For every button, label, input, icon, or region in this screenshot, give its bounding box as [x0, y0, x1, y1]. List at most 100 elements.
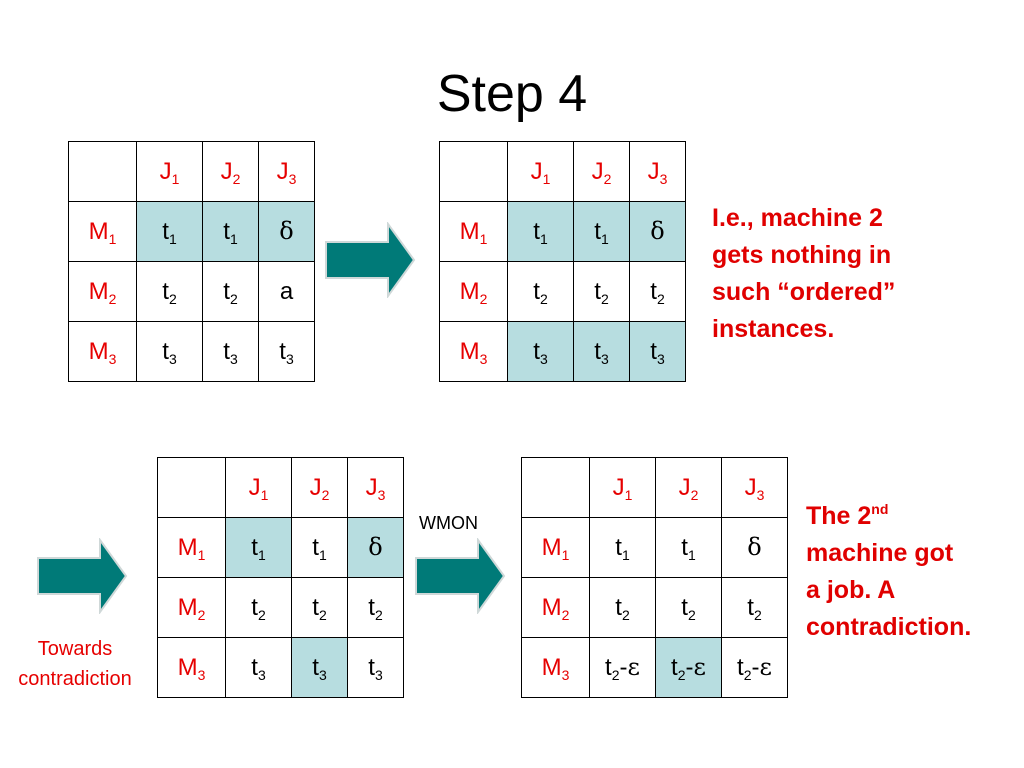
table-cell: t2 — [507, 261, 574, 322]
table-cell: t2 — [225, 577, 292, 638]
row-header-machine: M2 — [439, 261, 508, 322]
note-line: a job. A — [806, 576, 896, 604]
cell-symbol: t — [594, 217, 601, 245]
note-line: The 2nd — [806, 498, 971, 535]
cell-subscript: 2 — [753, 606, 762, 623]
cell-symbol: t — [312, 653, 319, 681]
cell-subscript: 2 — [656, 290, 665, 307]
cell-greek: δ — [279, 217, 294, 245]
table-cell: δ — [721, 517, 788, 578]
cell-symbol: t — [737, 654, 744, 681]
cell-symbol: t — [747, 593, 754, 621]
table-cell: t2-ε — [721, 637, 788, 698]
row-header-machine: M1 — [68, 201, 137, 262]
cell-symbol: M — [459, 277, 480, 305]
table-cell: t2 — [655, 577, 722, 638]
arrow-right-icon — [37, 538, 128, 614]
row-header-machine: M1 — [157, 517, 226, 578]
row-header-machine: M2 — [157, 577, 226, 638]
table-cell: t1 — [507, 201, 574, 262]
table-cell: t3 — [258, 321, 315, 382]
cell-greek: δ — [368, 533, 383, 561]
table-cell: t1 — [202, 201, 259, 262]
towards-contradiction-label: Towards contradiction — [0, 634, 150, 694]
cell-subscript: 1 — [624, 486, 633, 503]
cell-symbol: t — [223, 337, 230, 365]
column-header-job: J1 — [225, 457, 292, 518]
cell-subscript: 2 — [603, 170, 612, 187]
cell-symbol: M — [88, 277, 109, 305]
cell-symbol: t — [162, 337, 169, 365]
cell-subscript: 2 — [374, 606, 383, 623]
cell-subscript: 1 — [561, 546, 570, 563]
cell-greek: ε — [627, 653, 640, 681]
cell-subscript: 2 — [197, 606, 206, 623]
table-cell: t1 — [655, 517, 722, 578]
cell-subscript: 2 — [108, 290, 117, 307]
cell-dash: - — [685, 654, 694, 681]
cell-subscript: 3 — [318, 666, 327, 683]
row-header-machine: M1 — [439, 201, 508, 262]
table-cell: t2 — [202, 261, 259, 322]
column-header-job: J3 — [258, 141, 315, 202]
note-line: machine got — [806, 539, 954, 567]
cell-subscript: 3 — [656, 350, 665, 367]
cell-subscript: 3 — [756, 486, 765, 503]
cell-dash: - — [619, 654, 628, 681]
cell-subscript: 3 — [285, 350, 294, 367]
corner-cell — [439, 141, 508, 202]
towards-line: contradiction — [18, 668, 132, 690]
note-bottom: The 2nd machine got a job. A contradicti… — [806, 498, 971, 646]
cell-symbol: t — [594, 337, 601, 365]
cell-symbol: M — [541, 653, 562, 681]
table-cell: a — [258, 261, 315, 322]
table-cell: t3 — [347, 637, 404, 698]
cell-subscript: 3 — [377, 486, 386, 503]
corner-cell — [68, 141, 137, 202]
cell-symbol: t — [368, 653, 375, 681]
row-header-machine: M3 — [68, 321, 137, 382]
cell-subscript: 1 — [687, 546, 696, 563]
cell-symbol: t — [223, 277, 230, 305]
cell-subscript: 3 — [659, 170, 668, 187]
cell-subscript: 3 — [257, 666, 266, 683]
table-cell: t2 — [629, 261, 686, 322]
table-cell: t3 — [291, 637, 348, 698]
arrow-right-icon — [325, 222, 416, 298]
cell-symbol: M — [177, 653, 198, 681]
cell-symbol: J — [248, 473, 261, 501]
table-cell: t1 — [225, 517, 292, 578]
wmon-label: WMON — [419, 513, 478, 533]
cell-symbol: t — [251, 593, 258, 621]
table-cell: t1 — [291, 517, 348, 578]
cell-subscript: 2 — [687, 606, 696, 623]
cell-subscript: 3 — [479, 350, 488, 367]
table-cell: t3 — [629, 321, 686, 382]
table-cell: t2-ε — [589, 637, 656, 698]
column-header-job: J1 — [589, 457, 656, 518]
cell-symbol: t — [615, 533, 622, 561]
cell-subscript: 1 — [260, 486, 269, 503]
cell-subscript: 2 — [539, 290, 548, 307]
table-cell: t1 — [589, 517, 656, 578]
arrow-right-icon — [415, 538, 506, 614]
table-cell: t3 — [136, 321, 203, 382]
column-header-job: J2 — [202, 141, 259, 202]
cell-subscript: 1 — [542, 170, 551, 187]
note-line: instances. — [712, 315, 835, 343]
cell-symbol: t — [650, 277, 657, 305]
cell-symbol: t — [312, 533, 319, 561]
note-superscript: nd — [871, 501, 889, 517]
cell-subscript: 1 — [197, 546, 206, 563]
cell-symbol: t — [312, 593, 319, 621]
cell-subscript: 1 — [108, 230, 117, 247]
table-cell: t2 — [347, 577, 404, 638]
cell-subscript: 2 — [561, 606, 570, 623]
